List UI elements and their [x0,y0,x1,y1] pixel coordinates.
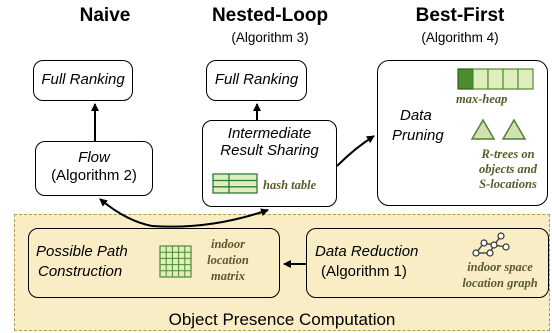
location-graph-line1: indoor space [467,260,533,274]
location-graph-line2: location graph [462,276,538,290]
data-reduction-line1: Data Reduction [315,243,419,260]
flow-label: Flow [78,149,110,166]
rtree-label-line1: R-trees on [481,147,535,161]
naive-full-ranking-label: Full Ranking [41,71,125,88]
data-pruning-box: Data Pruning max-heap R-trees on objects… [377,60,548,206]
max-heap-label: max-heap [456,92,508,106]
location-matrix-line1: indoor [210,237,246,251]
naive-title: Naive [79,5,131,26]
nested-full-ranking-label: Full Ranking [214,71,299,88]
hash-table-label: hash table [263,178,317,192]
data-reduction-line2: (Algorithm 1) [321,263,407,280]
result-sharing-line1: Intermediate [227,125,312,142]
data-pruning-line2: Pruning [392,127,444,144]
flow-box: Flow (Algorithm 2) [35,141,153,196]
possible-path-line1: Possible Path [36,243,128,260]
rtree-label-line2: objects and [479,162,537,176]
flow-algorithm-label: (Algorithm 2) [51,167,137,184]
arrow-sharing-to-pruning [336,135,375,167]
naive-full-ranking-box: Full Ranking [33,60,133,101]
location-graph-label: indoor space location graph [451,259,549,291]
nested-full-ranking-box: Full Ranking [206,60,307,101]
possible-path-box: Possible Path Construction indoor locati… [28,228,280,298]
nested-loop-subtitle: (Algorithm 3) [231,30,309,45]
location-matrix-line3: matrix [210,269,246,283]
location-matrix-line2: location [207,253,249,267]
result-sharing-line2: Result Sharing [220,142,319,159]
data-reduction-box: Data Reduction (Algorithm 1) indoor spac… [306,228,549,298]
best-first-subtitle: (Algorithm 4) [421,30,499,45]
possible-path-line2: Construction [38,263,123,280]
rtree-label-line3: S-locations [479,177,537,191]
result-sharing-box: Intermediate Result Sharing hash table [202,120,337,207]
location-matrix-label: indoor location matrix [199,236,257,284]
data-pruning-line1: Data [400,107,432,124]
nested-loop-title: Nested-Loop [211,5,329,26]
object-presence-label: Object Presence Computation [168,310,396,329]
rtree-label: R-trees on objects and S-locations [472,147,544,192]
best-first-title: Best-First [415,5,505,26]
